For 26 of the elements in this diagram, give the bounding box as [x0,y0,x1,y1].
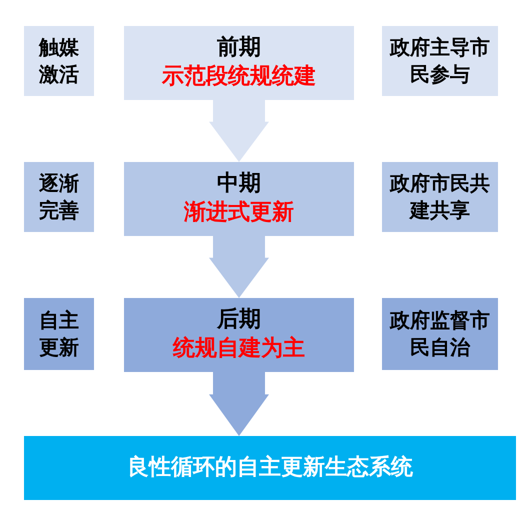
side-box [24,298,94,370]
stage-subtitle: 示范段统规统建 [162,63,316,91]
side-box [382,298,498,370]
side-box [24,26,94,96]
stage-box [124,26,354,100]
side-box [382,162,498,232]
stage-title: 后期 [217,306,261,334]
block-arrow [209,100,269,162]
stage-subtitle: 渐进式更新 [184,199,294,227]
side-label: 政府监督市民自治 [389,307,491,361]
side-label: 触媒激活 [38,34,80,88]
stage-subtitle: 统规自建为主 [173,335,305,363]
side-label: 政府主导市民参与 [389,34,491,88]
side-box [382,26,498,96]
side-box [24,162,94,232]
stage-title: 中期 [217,170,261,198]
block-arrow [209,236,269,298]
stage-box [124,162,354,236]
block-arrow [209,372,269,436]
side-label: 政府市民共建共享 [389,170,491,224]
result-title: 良性循环的自主更新生态系统 [127,454,413,482]
side-label: 自主更新 [38,307,80,361]
result-bar [24,436,516,500]
stage-box [124,298,354,372]
side-label: 逐渐完善 [38,170,80,224]
stage-title: 前期 [217,34,261,62]
